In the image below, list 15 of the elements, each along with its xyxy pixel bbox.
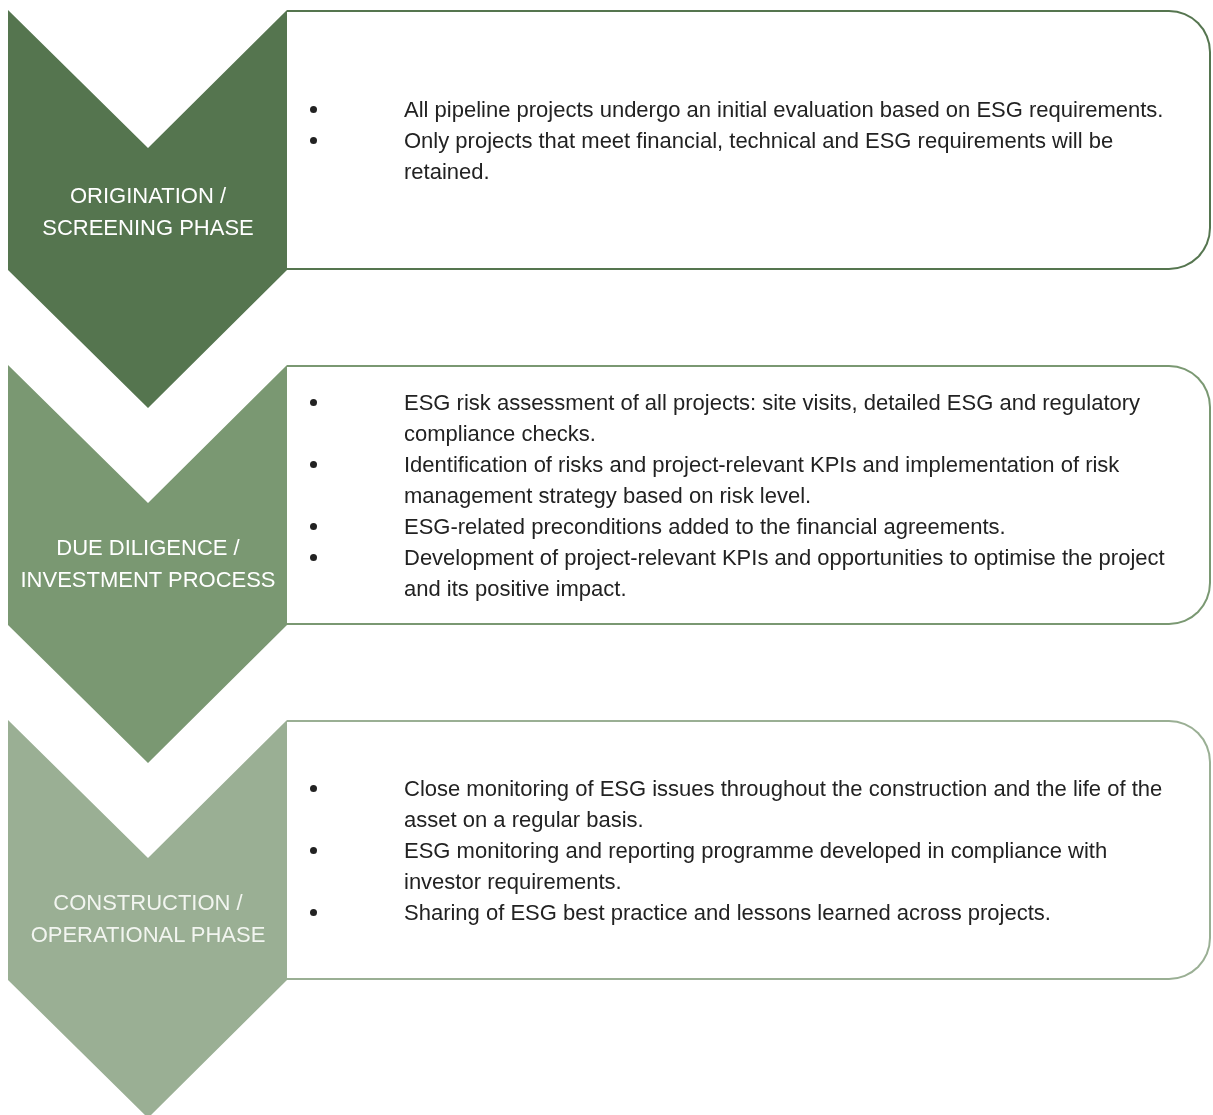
- bullet-text: Close monitoring of ESG issues throughout the construction and the life of the asset on a regular basis.: [404, 774, 1164, 834]
- bullet-text: ESG-related preconditions added to the financial agreements.: [404, 512, 1007, 541]
- phase-label: ORIGINATION / SCREENING PHASE: [41, 182, 255, 242]
- phase-label: CONSTRUCTION / OPERATIONAL PHASE: [29, 889, 267, 949]
- bullet-text: Identification of risks and project-relevant KPIs and implementation of risk management strategy based on risk level.: [404, 450, 1121, 510]
- description-panel: [287, 10, 1211, 270]
- phase-label: DUE DILIGENCE / INVESTMENT PROCESS: [19, 534, 277, 594]
- bullet-text: ESG monitoring and reporting programme developed in compliance with investor requirements.: [404, 836, 1109, 896]
- bullet-text: Sharing of ESG best practice and lessons learned across projects.: [404, 898, 1052, 927]
- description-panel: [287, 720, 1211, 980]
- bullet-text: Only projects that meet financial, technical and ESG requirements will be retained.: [404, 126, 1115, 186]
- bullet-text: ESG risk assessment of all projects: site visits, detailed ESG and regulatory compliance checks.: [404, 388, 1142, 448]
- bullet-text: Development of project-relevant KPIs and opportunities to optimise the project and its positive impact.: [404, 543, 1166, 603]
- description-panel: [287, 365, 1211, 625]
- bullet-text: All pipeline projects undergo an initial evaluation based on ESG requirements.: [404, 95, 1165, 124]
